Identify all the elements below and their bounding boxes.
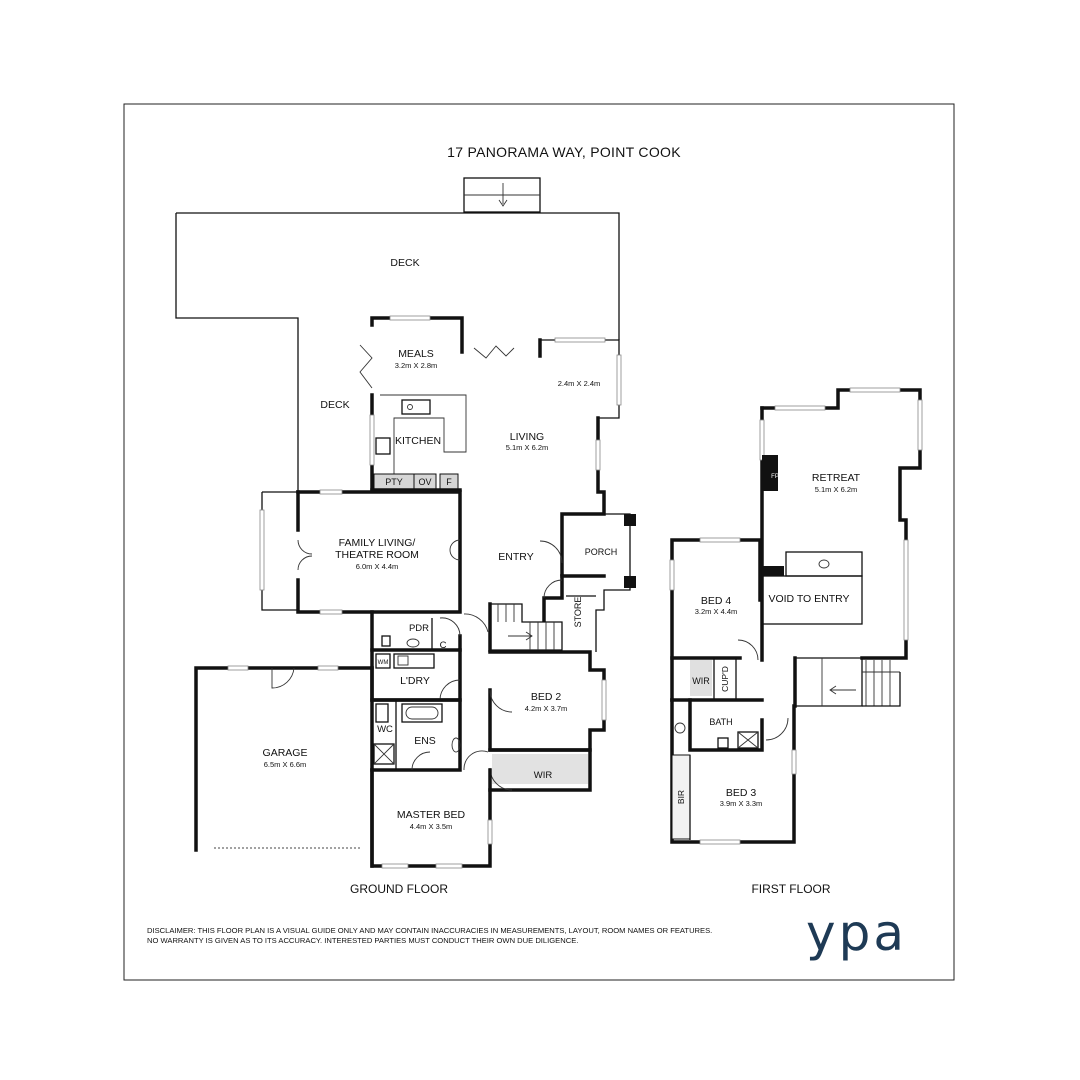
room-family-dim: 6.0m X 4.4m [356, 562, 399, 571]
room-wm: WM [378, 660, 389, 666]
room-deck-top: DECK [390, 257, 419, 269]
page-title: 17 PANORAMA WAY, POINT COOK [447, 144, 681, 160]
room-master-dim: 4.4m X 3.5m [410, 822, 453, 831]
room-f: F [446, 477, 452, 487]
room-garage: GARAGE [263, 747, 308, 759]
room-bed3: BED 3 [726, 787, 757, 799]
room-wc: WC [377, 724, 393, 735]
room-ov: OV [418, 477, 431, 487]
room-wir-first: WIR [692, 676, 710, 686]
room-c: C [440, 640, 447, 651]
room-bed2: BED 2 [531, 691, 562, 703]
room-retreat: RETREAT [812, 472, 861, 484]
room-meals: MEALS [398, 348, 434, 360]
room-deck-side: DECK [320, 399, 349, 411]
ground-floor-label: GROUND FLOOR [350, 882, 448, 896]
room-living-dim: 5.1m X 6.2m [506, 443, 549, 452]
room-bed4: BED 4 [701, 595, 732, 607]
room-bath: BATH [709, 717, 732, 727]
disclaimer-line2: NO WARRANTY IS GIVEN AS TO ITS ACCURACY.… [147, 936, 578, 945]
room-ens: ENS [414, 735, 436, 747]
room-family-line2: THEATRE ROOM [335, 549, 419, 561]
room-cupd: CUP'D [720, 666, 730, 692]
room-meals-dim: 3.2m X 2.8m [395, 361, 438, 370]
room-wir-ground: WIR [534, 770, 553, 781]
room-bed4-dim: 3.2m X 4.4m [695, 607, 738, 616]
room-kitchen: KITCHEN [395, 435, 441, 447]
room-master: MASTER BED [397, 809, 466, 821]
room-pty: PTY [385, 477, 403, 487]
deck-outline [175, 212, 620, 492]
room-bed3-dim: 3.9m X 3.3m [720, 799, 763, 808]
room-living: LIVING [510, 431, 544, 443]
room-bay-dim: 2.4m X 2.4m [558, 379, 601, 388]
first-floor-label: FIRST FLOOR [751, 882, 830, 896]
room-laundry: L'DRY [400, 675, 430, 687]
room-store: STORE [573, 597, 583, 628]
room-fp: FP [771, 474, 779, 480]
room-garage-dim: 6.5m X 6.6m [264, 760, 307, 769]
room-retreat-dim: 5.1m X 6.2m [815, 485, 858, 494]
room-void: VOID TO ENTRY [768, 593, 849, 605]
disclaimer-line1: DISCLAIMER: THIS FLOOR PLAN IS A VISUAL … [147, 926, 712, 935]
first-floor-plan [669, 387, 923, 845]
agency-logo: ypa [806, 904, 907, 962]
room-entry: ENTRY [498, 551, 533, 563]
ground-floor-plan [175, 177, 636, 869]
room-bed2-dim: 4.2m X 3.7m [525, 704, 568, 713]
room-family-line1: FAMILY LIVING/ [339, 537, 416, 549]
room-porch: PORCH [585, 547, 618, 557]
room-bir: BIR [676, 790, 686, 804]
room-pdr: PDR [409, 623, 429, 634]
page-frame [123, 103, 955, 981]
